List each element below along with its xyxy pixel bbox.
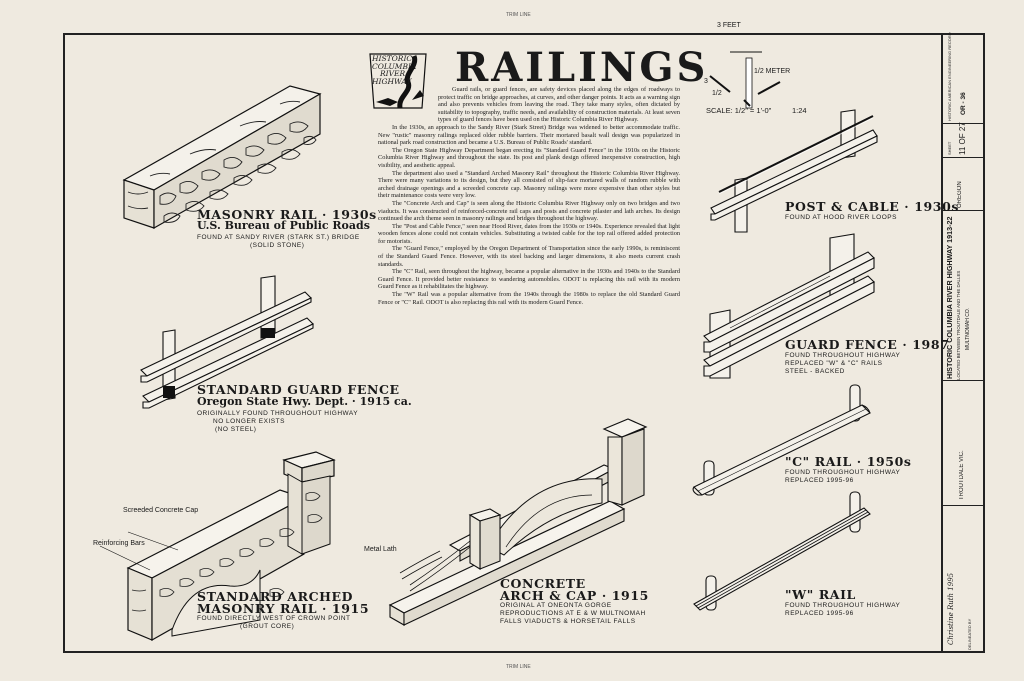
- logo-graphic: [369, 53, 427, 109]
- hist-label: HISTORIC AMERICAN ENGINEERING RECORD: [947, 32, 952, 121]
- masonry-rail-note-1: FOUND AT SANDY RIVER (STARK ST.) BRIDGE: [197, 234, 360, 241]
- scale-text: SCALE: 1/2" = 1'-0": [706, 106, 772, 115]
- c-rail-note-2: REPLACED 1995-96: [785, 477, 854, 484]
- project-location: LOCATED BETWEEN TROUTDALE AND THE DALLES: [956, 270, 961, 380]
- w-rail-title: "W" RAIL: [785, 587, 856, 602]
- w-rail-drawing: [693, 491, 871, 611]
- standard-guard-fence-note-2: NO LONGER EXISTS: [213, 418, 285, 425]
- arched-masonry-note-2: (GROUT CORE): [240, 623, 295, 630]
- standard-guard-fence-title: STANDARD GUARD FENCE: [197, 382, 400, 397]
- concrete-arch-note-3: FALLS VIADUCTS & HORSETAIL FALLS: [500, 618, 636, 625]
- paragraph: The "Post and Cable Fence," seen near Ho…: [378, 222, 680, 245]
- guard-fence-note-2: REPLACED "W" & "C" RAILS: [785, 360, 883, 367]
- logo-line-3: RIVER: [380, 69, 406, 78]
- post-cable-note: FOUND AT HOOD RIVER LOOPS: [785, 214, 897, 221]
- sheet-label: SHEET: [947, 141, 952, 155]
- logo-line-1: HISTORIC: [372, 54, 413, 63]
- paragraph: The Oregon State Highway Department bega…: [378, 146, 680, 169]
- guard-fence-note-3: STEEL - BACKED: [785, 368, 845, 375]
- paragraph: The department also used a "Standard Arc…: [378, 169, 680, 200]
- guard-fence-note-1: FOUND THROUGHOUT HIGHWAY: [785, 352, 901, 359]
- concrete-arch-title-1: CONCRETE: [500, 576, 586, 591]
- history-text: Guard rails, or guard fences, are safety…: [378, 86, 680, 306]
- w-rail-note-1: FOUND THROUGHOUT HIGHWAY: [785, 602, 901, 609]
- paragraph: In the 1930s, an approach to the Sandy R…: [378, 123, 680, 147]
- arched-masonry-note-1: FOUND DIRECTLY WEST OF CROWN POINT: [197, 615, 351, 622]
- c-rail-title: "C" RAIL · 1950s: [785, 454, 912, 469]
- project-title: HISTORIC COLUMBIA RIVER HIGHWAY 1913-22: [945, 216, 954, 379]
- standard-guard-fence-note-3: (NO STEEL): [215, 426, 257, 433]
- scale-figure: [709, 51, 781, 109]
- callout-reinforcing-bars: Reinforcing Bars: [93, 540, 145, 547]
- sheet-of: 11 OF 27: [958, 122, 967, 155]
- survey-number: OR - 36: [960, 92, 967, 115]
- concrete-arch-title-2: ARCH & CAP · 1915: [500, 588, 649, 603]
- paragraph: Guard rails, or guard fences, are safety…: [438, 86, 680, 124]
- c-rail-drawing: [692, 384, 871, 496]
- city-name: TROUTDALE VIC.: [959, 450, 965, 500]
- top-trim-mark: TRIM LINE: [506, 12, 531, 18]
- callout-metal-lath: Metal Lath: [364, 546, 397, 553]
- hcrh-logo: HISTORIC COLUMBIA RIVER HIGHWAY: [368, 52, 428, 110]
- bottom-trim-mark: TRIM LINE: [506, 664, 531, 670]
- logo-line-2: COLUMBIA: [372, 61, 417, 71]
- post-cable-title: POST & CABLE · 1930s: [785, 199, 960, 214]
- masonry-rail-note-2: (SOLID STONE): [250, 242, 305, 249]
- scale-ratio: 1:24: [792, 106, 807, 115]
- standard-guard-fence-subtitle: Oregon State Hwy. Dept. · 1915 ca.: [197, 395, 412, 408]
- masonry-rail-title: MASONRY RAIL · 1930s: [197, 207, 377, 222]
- paragraph: The "W" Rail was a popular alternative f…: [378, 291, 680, 306]
- arched-masonry-rail-drawing: [99, 451, 336, 642]
- logo-line-4: HIGHWAY: [372, 76, 412, 86]
- paragraph: The "Concrete Arch and Cap" is seen alon…: [378, 199, 680, 223]
- concrete-arch-cap-drawing: [388, 418, 648, 626]
- callout-screeded-cap: Screeded Concrete Cap: [123, 507, 199, 514]
- title-block: HISTORIC AMERICAN ENGINEERING RECORD OR …: [943, 32, 985, 653]
- scale-three: 3: [704, 78, 708, 85]
- c-rail-note-1: FOUND THROUGHOUT HIGHWAY: [785, 469, 901, 476]
- paragraph: The "C" Rail, seen throughout the highwa…: [378, 268, 680, 291]
- arched-masonry-title-2: MASONRY RAIL · 1915: [197, 601, 370, 616]
- post-cable-drawing: [710, 109, 878, 233]
- concrete-arch-note-1: ORIGINAL AT ONEONTA GORGE: [500, 602, 612, 609]
- page-title: RAILINGS: [455, 44, 709, 91]
- scale-half-meter: 1/2 METER: [754, 68, 791, 75]
- masonry-rail-subtitle: U.S. Bureau of Public Roads: [197, 219, 370, 232]
- w-rail-note-2: REPLACED 1995-96: [785, 610, 854, 617]
- paragraph: The "Guard Fence," employed by the Orego…: [378, 245, 680, 268]
- guard-fence-title: GUARD FENCE · 1987: [785, 337, 950, 352]
- delineated-by-label: DELINEATED BY: [967, 618, 972, 650]
- delineator-name: Christine Ruth 1995: [947, 572, 955, 645]
- scale-three-feet: 3 FEET: [717, 22, 741, 29]
- drawing-frame: [63, 33, 943, 653]
- concrete-arch-note-2: REPRODUCTIONS AT E & W MULTNOMAH: [500, 610, 646, 617]
- standard-guard-fence-drawing: [140, 275, 314, 409]
- scale-half: 1/2: [712, 90, 722, 97]
- masonry-rail-drawing: [122, 85, 322, 230]
- county-name: MULTNOMAH CO.: [965, 307, 971, 350]
- guard-fence-1987-drawing: [703, 233, 875, 379]
- standard-guard-fence-note-1: ORIGINALLY FOUND THROUGHOUT HIGHWAY: [197, 410, 359, 417]
- arched-masonry-title-1: STANDARD ARCHED: [197, 589, 354, 604]
